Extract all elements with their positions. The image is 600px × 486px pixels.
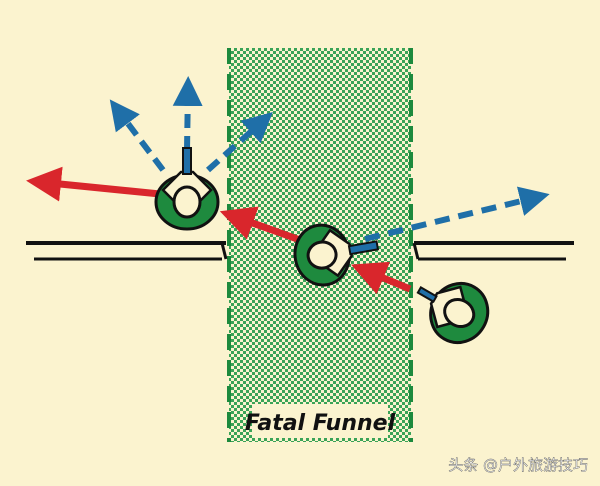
red-arrow-left [26, 166, 161, 202]
watermark-text: 头条 @户外旅游技巧 [448, 456, 588, 474]
operator-figure-right [416, 281, 490, 345]
funnel-label: Fatal Funnel [245, 411, 396, 436]
left-wall [26, 241, 228, 261]
operator-head [172, 185, 202, 219]
red-arrow-right [351, 261, 412, 295]
weapon [182, 147, 192, 175]
funnel-label-backdrop [252, 404, 388, 438]
right-wall [412, 241, 574, 261]
operator-head [306, 240, 338, 270]
blue-arrow-left-3 [206, 112, 273, 173]
operator-head [443, 297, 476, 329]
blue-arrow-left-2 [172, 76, 203, 151]
weapon [347, 240, 380, 256]
operator-figure-left [154, 147, 220, 231]
blue-arrow-center [364, 186, 550, 242]
red-arrow-center [219, 206, 302, 244]
weapon [416, 286, 438, 303]
blue-arrow-left-1 [109, 99, 166, 172]
operator-figure-center [293, 223, 380, 287]
